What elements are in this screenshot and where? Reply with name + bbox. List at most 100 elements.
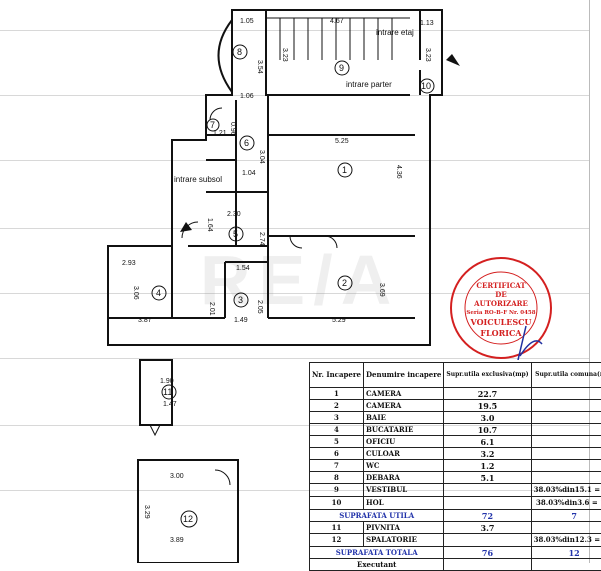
svg-text:1.64: 1.64: [206, 218, 213, 232]
cell-nr: 7: [310, 460, 364, 472]
cell-comuna: [531, 412, 601, 424]
cell-denumire: HOL: [363, 497, 443, 510]
cell-comuna: [531, 436, 601, 448]
svg-text:1.54: 1.54: [236, 265, 250, 272]
cell-nr: 4: [310, 424, 364, 436]
cell-denumire: WC: [363, 460, 443, 472]
cell-denumire: SPALATORIE: [363, 534, 443, 547]
cell-denumire: CULOAR: [363, 448, 443, 460]
svg-text:3.04: 3.04: [258, 150, 265, 164]
svg-text:1.49: 1.49: [234, 317, 248, 324]
subtotal-label: SUPRAFATA UTILA: [310, 510, 444, 522]
svg-text:5.29: 5.29: [332, 317, 346, 324]
room-number: 6: [244, 138, 249, 148]
cell-nr: 12: [310, 534, 364, 547]
svg-text:1.47: 1.47: [163, 401, 177, 408]
cell-exclusiva: 10.7: [444, 424, 531, 436]
room-number: 9: [339, 63, 344, 73]
svg-text:Seria RO-B-F Nr. 0458: Seria RO-B-F Nr. 0458: [466, 310, 535, 316]
room-number: 1: [342, 165, 347, 175]
header-exclusiva: Supr.utila exclusiva(mp): [444, 363, 531, 388]
svg-text:1.13: 1.13: [420, 20, 434, 27]
cell-exclusiva: [444, 484, 531, 497]
cell-denumire: OFICIU: [363, 436, 443, 448]
svg-text:2.01: 2.01: [208, 302, 215, 316]
svg-text:4.67: 4.67: [330, 18, 344, 25]
cell-denumire: BUCATARIE: [363, 424, 443, 436]
svg-text:3.87: 3.87: [138, 317, 152, 324]
cell-exclusiva: 3.7: [444, 522, 531, 534]
svg-text:3.23: 3.23: [424, 48, 431, 62]
svg-text:1.06: 1.06: [240, 93, 254, 100]
svg-text:2.05: 2.05: [256, 300, 263, 314]
svg-text:1.05: 1.05: [240, 18, 254, 25]
cell-exclusiva: 22.7: [444, 388, 531, 400]
cell-comuna: [531, 472, 601, 484]
cell-nr: 8: [310, 472, 364, 484]
cell-exclusiva: 1.2: [444, 460, 531, 472]
cell-comuna: 38.03%din15.1 = 5.7: [531, 484, 601, 497]
cell-nr: 3: [310, 412, 364, 424]
cell-comuna: [531, 448, 601, 460]
svg-text:3.69: 3.69: [378, 283, 385, 297]
total-label: SUPRAFATA TOTALA: [310, 547, 444, 559]
header-comuna: Supr.utila comuna(mp): [531, 363, 601, 388]
cell-nr: 11: [310, 522, 364, 534]
total-exclusiva: 76: [444, 547, 531, 559]
cell-exclusiva: 3.2: [444, 448, 531, 460]
svg-text:DE: DE: [495, 290, 506, 299]
svg-text:FLORICA: FLORICA: [480, 328, 522, 338]
subtotal-exclusiva: 72: [444, 510, 531, 522]
room-number: 12: [183, 514, 193, 524]
svg-text:CERTIFICAT: CERTIFICAT: [476, 281, 526, 290]
svg-text:3.06: 3.06: [132, 286, 139, 300]
cell-denumire: BAIE: [363, 412, 443, 424]
total-comuna: 12: [531, 547, 601, 559]
cell-exclusiva: 6.1: [444, 436, 531, 448]
cell-comuna: [531, 388, 601, 400]
cell-comuna: [531, 400, 601, 412]
svg-text:1.90: 1.90: [160, 378, 174, 385]
cell-exclusiva: 19.5: [444, 400, 531, 412]
svg-text:3.00: 3.00: [170, 473, 184, 480]
cell-nr: 2: [310, 400, 364, 412]
room-number: 4: [156, 288, 161, 298]
svg-text:2.93: 2.93: [122, 260, 136, 267]
cell-denumire: PIVNITA: [363, 522, 443, 534]
cell-nr: 6: [310, 448, 364, 460]
cell-comuna: 38.03%din12.3 = 4.7: [531, 534, 601, 547]
svg-text:1.21: 1.21: [213, 130, 227, 137]
cell-nr: 5: [310, 436, 364, 448]
cell-nr: 1: [310, 388, 364, 400]
cell-denumire: VESTIBUL: [363, 484, 443, 497]
label-intrare-subsol: intrare subsol: [174, 175, 222, 184]
svg-text:2.74: 2.74: [258, 232, 265, 246]
svg-text:5.25: 5.25: [335, 138, 349, 145]
room-number: 8: [237, 47, 242, 57]
svg-text:AUTORIZARE: AUTORIZARE: [473, 299, 528, 308]
cell-nr: 10: [310, 497, 364, 510]
header-nr: Nr. Incapere: [310, 363, 364, 388]
room-number: 7: [210, 120, 215, 130]
svg-text:3.89: 3.89: [170, 537, 184, 544]
svg-text:2.30: 2.30: [227, 211, 241, 218]
label-intrare-parter: intrare parter: [346, 80, 392, 89]
svg-text:3.54: 3.54: [256, 60, 263, 74]
cell-comuna: 38.03%din3.6 = 1.3: [531, 497, 601, 510]
subtotal-comuna: 7: [531, 510, 601, 522]
area-table: Nr. Incapere Denumire incapere Supr.util…: [309, 362, 601, 571]
cell-comuna: [531, 460, 601, 472]
cell-exclusiva: [444, 534, 531, 547]
cell-comuna: [531, 522, 601, 534]
cell-exclusiva: 5.1: [444, 472, 531, 484]
